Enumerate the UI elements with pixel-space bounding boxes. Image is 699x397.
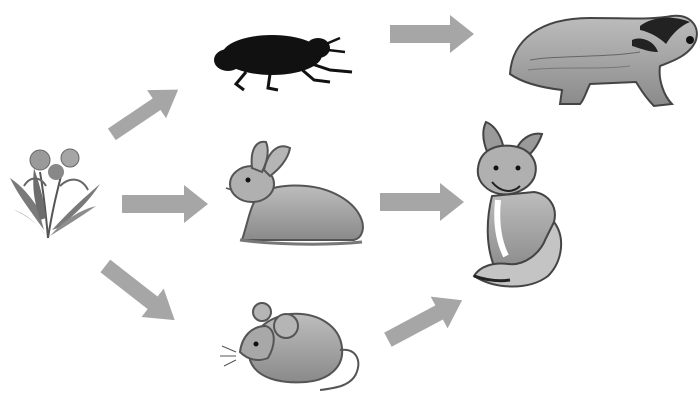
arrow-dandelion-to-beetle	[102, 76, 187, 149]
badger-icon	[510, 16, 697, 106]
arrow-dandelion-to-rabbit	[122, 185, 208, 223]
fox-icon	[474, 122, 561, 287]
beetle-icon	[214, 35, 352, 90]
arrow-beetle-to-badger	[390, 15, 474, 53]
arrow-rabbit-to-fox	[380, 183, 464, 221]
mouse-icon	[220, 303, 358, 390]
arrow-mouse-to-fox	[379, 284, 470, 355]
rabbit-icon	[226, 142, 363, 244]
arrow-dandelion-to-mouse	[94, 252, 186, 335]
dandelion-icon	[10, 149, 100, 238]
